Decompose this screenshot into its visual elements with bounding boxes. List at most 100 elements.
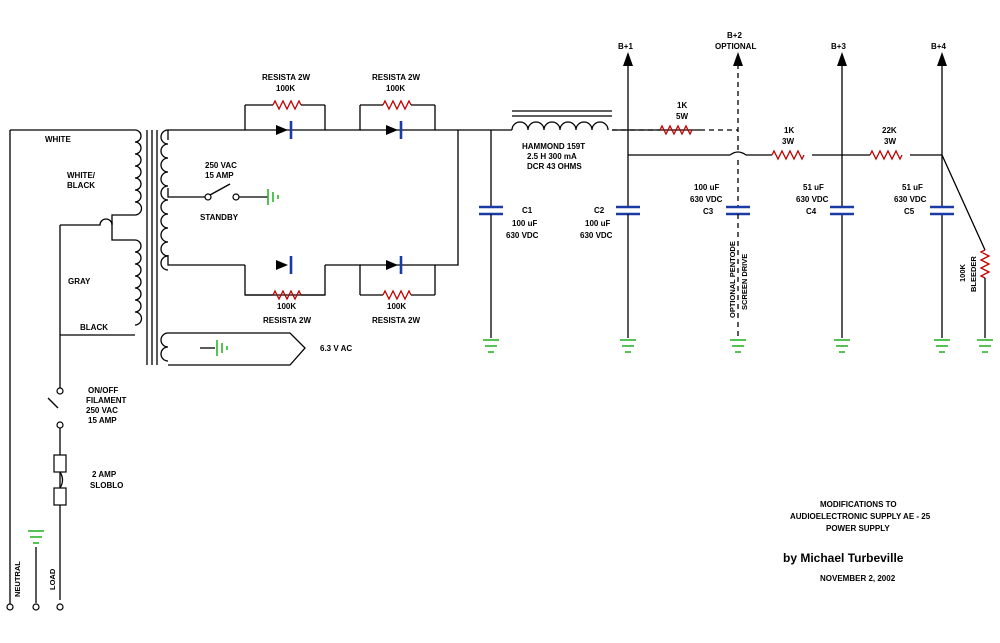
load-terminal bbox=[56, 603, 64, 611]
b1-arrow bbox=[623, 52, 633, 66]
filament-switch bbox=[47, 387, 64, 429]
ground-c3 bbox=[730, 339, 746, 353]
wire-gray-label: GRAY bbox=[68, 277, 91, 286]
load-label: LOAD bbox=[48, 568, 57, 590]
resistor-1k-3w bbox=[771, 149, 805, 161]
ground-c5 bbox=[934, 339, 950, 353]
capacitor-c5 bbox=[930, 205, 954, 216]
title-line-1: MODIFICATIONS TO bbox=[820, 500, 897, 509]
resistor-22k-3w bbox=[869, 149, 903, 161]
bleeder-label: BLEEDER bbox=[969, 256, 978, 292]
choke-label-2: 2.5 H 300 mA bbox=[527, 152, 577, 161]
choke-label-1: HAMMOND 159T bbox=[522, 142, 585, 151]
b4-arrow bbox=[937, 52, 947, 66]
c4-name: C4 bbox=[806, 207, 817, 216]
choke-inductor bbox=[511, 110, 612, 131]
c5-voltage: 630 VDC bbox=[894, 195, 927, 204]
heater-ground bbox=[200, 340, 228, 356]
choke-label-3: DCR 43 OHMS bbox=[527, 162, 582, 171]
filament-label-3: 250 VAC bbox=[86, 406, 118, 415]
filament-label-2: FILAMENT bbox=[86, 396, 127, 405]
resista-top-2-value: 100K bbox=[386, 84, 405, 93]
wire-black-label: BLACK bbox=[80, 323, 108, 332]
resistor-1k-5w bbox=[659, 124, 693, 136]
c1-voltage: 630 VDC bbox=[506, 231, 539, 240]
pentode-label-1: OPTIONAL PENTODE bbox=[728, 241, 737, 318]
bleeder-value: 100K bbox=[958, 263, 967, 282]
rectifier-top-right bbox=[325, 99, 436, 139]
rectifier-bottom-left bbox=[244, 256, 326, 301]
r1k3-watt: 3W bbox=[782, 137, 794, 146]
neutral-terminal bbox=[6, 603, 14, 611]
c3-name: C3 bbox=[703, 207, 714, 216]
ground-terminal bbox=[32, 603, 40, 611]
mains-ground bbox=[28, 530, 44, 603]
b2-label: B+2 bbox=[727, 31, 742, 40]
resista-top-2-label: RESISTA 2W bbox=[372, 73, 420, 82]
c3-voltage: 630 VDC bbox=[690, 195, 723, 204]
capacitor-c1 bbox=[479, 130, 503, 338]
date-label: NOVEMBER 2, 2002 bbox=[820, 574, 896, 583]
b2-arrow bbox=[733, 52, 743, 66]
standby-label: STANDBY bbox=[200, 213, 239, 222]
resista-top-1-value: 100K bbox=[276, 84, 295, 93]
ground-c2 bbox=[620, 339, 636, 353]
c2-name: C2 bbox=[594, 206, 605, 215]
standby-rating-2: 15 AMP bbox=[205, 171, 234, 180]
resista-top-1-label: RESISTA 2W bbox=[262, 73, 310, 82]
transformer-core bbox=[146, 130, 158, 365]
primary-coil-upper bbox=[134, 129, 143, 216]
ground-c4 bbox=[834, 339, 850, 353]
resista-bot-2-label: RESISTA 2W bbox=[372, 316, 420, 325]
wire-white-black-label-2: BLACK bbox=[67, 181, 95, 190]
primary-coil-lower bbox=[134, 239, 143, 326]
wire-white-black-label: WHITE/ bbox=[67, 171, 96, 180]
pentode-label-2: SCREEN DRIVE bbox=[740, 254, 749, 310]
filament-label-1: ON/OFF bbox=[88, 386, 118, 395]
heater-output bbox=[168, 332, 306, 366]
c3-value: 100 uF bbox=[694, 183, 719, 192]
heater-coil bbox=[160, 332, 169, 362]
b2-optional-label: OPTIONAL bbox=[715, 42, 756, 51]
r1k5-value: 1K bbox=[677, 101, 687, 110]
standby-rating-1: 250 VAC bbox=[205, 161, 237, 170]
c2-value: 100 uF bbox=[585, 219, 610, 228]
filament-label-4: 15 AMP bbox=[88, 416, 117, 425]
b4-label: B+4 bbox=[931, 42, 946, 51]
rectifier-bottom-right bbox=[325, 130, 459, 301]
title-line-3: POWER SUPPLY bbox=[826, 524, 890, 533]
bleeder-resistor bbox=[941, 154, 991, 338]
r22k-watt: 3W bbox=[884, 137, 896, 146]
fuse bbox=[53, 454, 67, 506]
fuse-label-1: 2 AMP bbox=[92, 470, 117, 479]
r1k5-watt: 5W bbox=[676, 112, 688, 121]
r1k3-value: 1K bbox=[784, 126, 794, 135]
ground-c1 bbox=[483, 339, 499, 353]
neutral-label: NEUTRAL bbox=[13, 561, 22, 597]
author-credit: by Michael Turbeville bbox=[783, 551, 904, 565]
fuse-label-2: SLOBLO bbox=[90, 481, 123, 490]
c4-voltage: 630 VDC bbox=[796, 195, 829, 204]
capacitor-c2 bbox=[616, 130, 640, 338]
primary-wiring bbox=[9, 129, 135, 605]
resista-bot-1-value: 100K bbox=[277, 302, 296, 311]
rectifier-top-left bbox=[244, 99, 326, 139]
r22k-value: 22K bbox=[882, 126, 897, 135]
heater-label: 6.3 V AC bbox=[320, 344, 352, 353]
c5-value: 51 uF bbox=[902, 183, 923, 192]
b3-arrow bbox=[837, 52, 847, 66]
wire-white-label: WHITE bbox=[45, 135, 71, 144]
resista-bot-2-value: 100K bbox=[387, 302, 406, 311]
c1-value: 100 uF bbox=[512, 219, 537, 228]
c2-voltage: 630 VDC bbox=[580, 231, 613, 240]
standby-switch bbox=[204, 183, 279, 205]
c5-name: C5 bbox=[904, 207, 915, 216]
resista-bot-1-label: RESISTA 2W bbox=[263, 316, 311, 325]
b1-label: B+1 bbox=[618, 42, 633, 51]
b3-label: B+3 bbox=[831, 42, 846, 51]
title-line-2: AUDIOELECTRONIC SUPPLY AE - 25 bbox=[790, 512, 931, 521]
c4-value: 51 uF bbox=[803, 183, 824, 192]
ground-bleeder bbox=[977, 339, 993, 353]
